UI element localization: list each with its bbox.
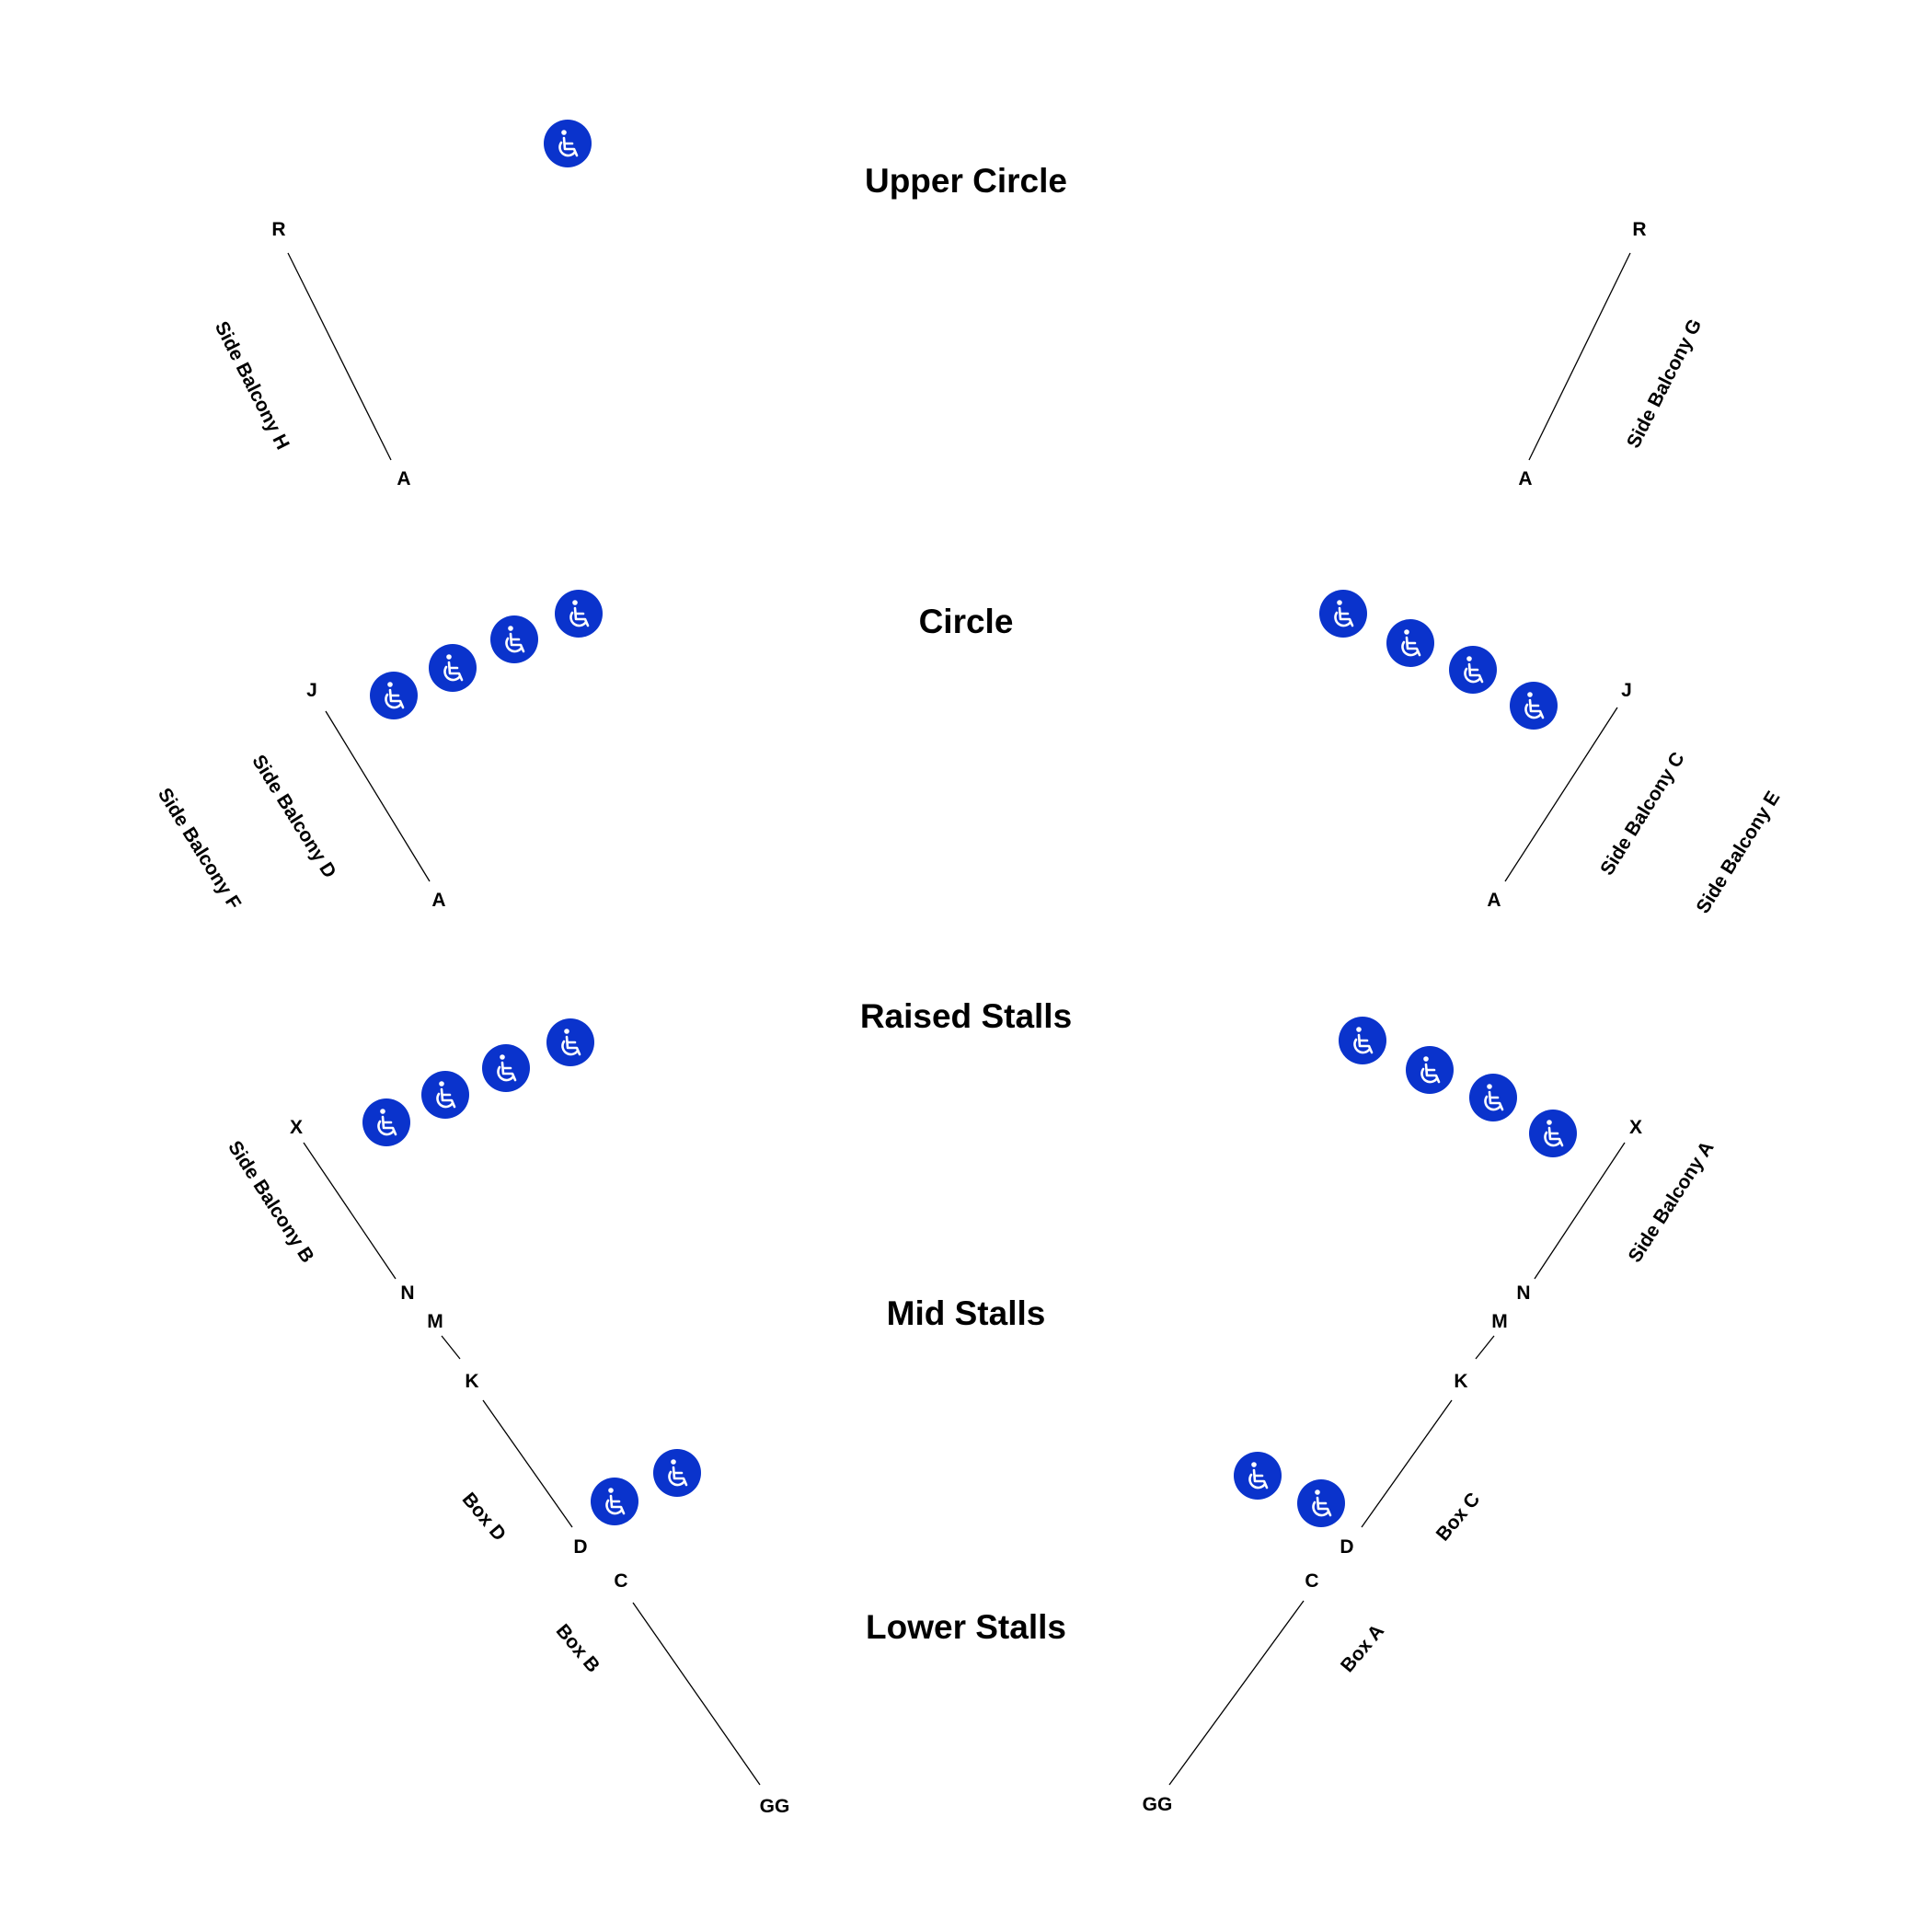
area-label-box-d: Box D <box>458 1489 511 1545</box>
row-line-c-right <box>1504 707 1618 882</box>
wheelchair-icon[interactable] <box>545 1017 596 1068</box>
wheelchair-icon[interactable] <box>553 588 604 639</box>
wheelchair-icon[interactable] <box>1232 1450 1283 1501</box>
area-label-side-balcony-e: Side Balcony E <box>1693 788 1785 917</box>
wheelchair-icon[interactable] <box>489 614 540 665</box>
section-title-circle: Circle <box>919 603 1014 640</box>
row-label: N <box>1516 1282 1530 1304</box>
wheelchair-icon[interactable] <box>368 670 420 721</box>
wheelchair-icon[interactable] <box>1527 1108 1579 1159</box>
row-label: X <box>1629 1117 1642 1138</box>
row-label: J <box>306 680 317 701</box>
section-title-raised-stalls: Raised Stalls <box>860 997 1072 1035</box>
row-line-ms-left-kd <box>482 1399 573 1528</box>
area-label-side-balcony-a: Side Balcony A <box>1624 1137 1718 1266</box>
wheelchair-icon[interactable] <box>589 1476 640 1527</box>
row-label: GG <box>1143 1794 1173 1815</box>
wheelchair-icon[interactable] <box>427 642 478 694</box>
row-label: D <box>1340 1536 1353 1558</box>
row-line-uc-left <box>287 252 392 461</box>
row-line-c-left <box>325 710 431 882</box>
row-line-rs-right <box>1534 1142 1626 1280</box>
area-label-side-balcony-h: Side Balcony H <box>211 318 293 454</box>
row-line-ls-left <box>632 1602 761 1786</box>
row-label: M <box>1491 1311 1508 1332</box>
area-label-side-balcony-f: Side Balcony F <box>154 785 245 914</box>
row-label: C <box>614 1570 627 1592</box>
row-line-ms-left-mk <box>441 1335 461 1360</box>
row-label: D <box>573 1536 587 1558</box>
area-label-side-balcony-b: Side Balcony B <box>224 1137 318 1267</box>
area-label-box-b: Box B <box>552 1620 604 1676</box>
wheelchair-icon[interactable] <box>1337 1015 1388 1066</box>
row-label: C <box>1305 1570 1318 1592</box>
area-label-side-balcony-d: Side Balcony D <box>247 752 340 882</box>
row-label: A <box>1487 890 1501 911</box>
area-label-box-a: Box A <box>1337 1620 1388 1676</box>
row-label: X <box>290 1117 303 1138</box>
wheelchair-icon[interactable] <box>361 1097 412 1148</box>
row-label: A <box>397 468 410 489</box>
row-label: A <box>431 890 445 911</box>
wheelchair-icon[interactable] <box>480 1042 532 1094</box>
row-label: J <box>1621 680 1632 701</box>
wheelchair-icon[interactable] <box>1508 680 1559 731</box>
wheelchair-icon[interactable] <box>542 118 593 169</box>
area-label-box-c: Box C <box>1432 1489 1485 1545</box>
row-label: GG <box>760 1796 790 1817</box>
section-title-lower-stalls: Lower Stalls <box>866 1608 1066 1646</box>
row-line-ms-right-mk <box>1475 1335 1495 1360</box>
row-label: R <box>1632 219 1646 240</box>
row-label: R <box>271 219 285 240</box>
wheelchair-icon[interactable] <box>1447 644 1499 696</box>
row-line-ms-right-kd <box>1361 1399 1453 1528</box>
row-label: M <box>427 1311 443 1332</box>
section-title-upper-circle: Upper Circle <box>865 162 1067 200</box>
area-label-side-balcony-c: Side Balcony C <box>1596 749 1689 880</box>
area-label-side-balcony-g: Side Balcony G <box>1623 316 1706 452</box>
row-line-rs-left <box>303 1142 397 1280</box>
wheelchair-icon[interactable] <box>420 1069 471 1121</box>
wheelchair-icon[interactable] <box>1404 1044 1455 1096</box>
row-label: A <box>1518 468 1532 489</box>
wheelchair-icon[interactable] <box>1317 588 1369 639</box>
row-label: N <box>400 1282 414 1304</box>
wheelchair-icon[interactable] <box>1385 617 1436 669</box>
row-line-ls-right <box>1168 1600 1305 1786</box>
wheelchair-icon[interactable] <box>1295 1478 1347 1529</box>
row-label: K <box>465 1371 478 1392</box>
wheelchair-icon[interactable] <box>1467 1072 1519 1123</box>
wheelchair-icon[interactable] <box>651 1447 703 1499</box>
section-title-mid-stalls: Mid Stalls <box>887 1294 1046 1332</box>
row-line-uc-right <box>1528 252 1631 461</box>
row-label: K <box>1454 1371 1467 1392</box>
